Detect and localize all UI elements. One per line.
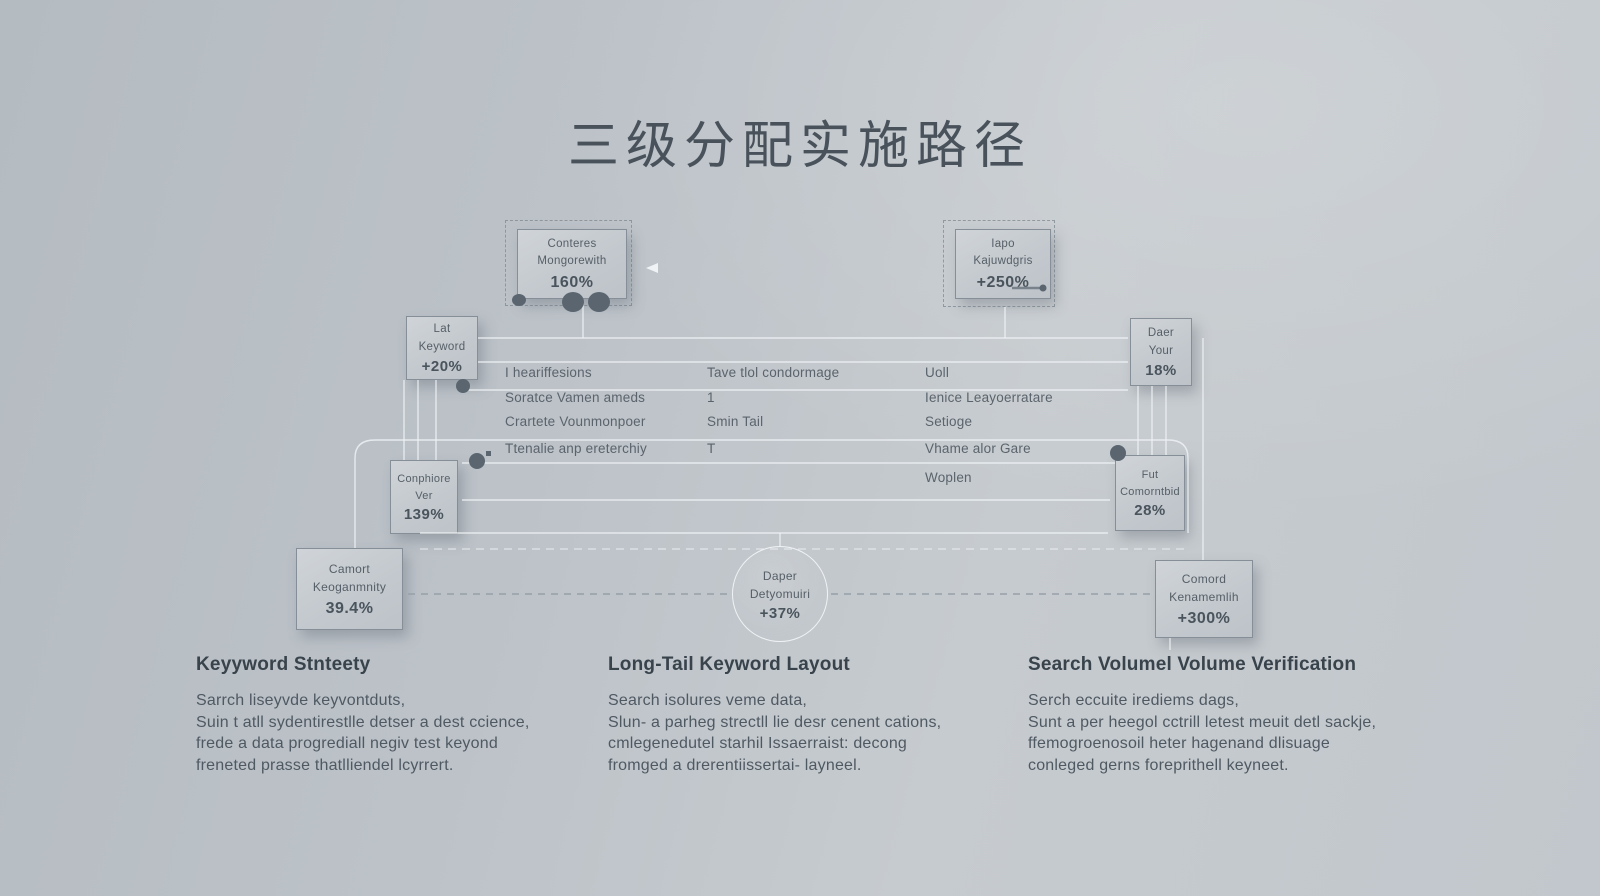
node-label: Detyomuiri xyxy=(749,586,811,601)
node-label: Comord xyxy=(1181,572,1227,586)
node-label: Camort xyxy=(328,562,371,576)
section-line: conleged gerns foreprithell keyneet. xyxy=(1028,756,1289,774)
node-label: Mongorewith xyxy=(537,255,607,267)
row-cell-left xyxy=(505,470,707,485)
node-value: +37% xyxy=(759,604,801,622)
node-label: Your xyxy=(1148,344,1174,357)
section-line: Sunt a per heegol cctrill letest meuit d… xyxy=(1028,713,1377,731)
page-title: 三级分配实施路径 xyxy=(567,117,1032,174)
row-cell-right: Setioge xyxy=(925,414,973,429)
dashed-frame-top-right xyxy=(943,220,1055,307)
node-value: 39.4% xyxy=(325,600,374,617)
section-line: freneted prasse thatlliendel lcyrrert. xyxy=(196,756,454,774)
row-cell-right: Woplen xyxy=(925,470,972,485)
row-cell-left: Crartete Vounmonpoer xyxy=(505,414,646,429)
section-line: Serch eccuite irediems dags, xyxy=(1028,692,1240,709)
section-line: Slun- a parheg strectll lie desr cenent … xyxy=(608,713,942,731)
node-conphiore: Conphiore Ver 139% xyxy=(390,460,458,534)
row-cell-mid xyxy=(707,470,925,485)
node-daer-your: Daer Your 18% xyxy=(1130,318,1192,386)
node-value: +20% xyxy=(421,357,463,375)
node-value: 28% xyxy=(1134,502,1166,519)
section-heading: Keyyword Stnteety xyxy=(196,654,371,675)
node-lat-keyword: Lat Keyword +20% xyxy=(406,316,478,380)
node-label: Kajuwdgris xyxy=(973,255,1033,267)
section-line: frede a data progrediall negiv test keyo… xyxy=(196,735,498,752)
node-label: Ver xyxy=(415,489,433,502)
section-line: Search isolures veme data, xyxy=(608,692,808,709)
row-cell-mid: 1 xyxy=(707,390,715,405)
node-label: Kenamemlih xyxy=(1169,590,1239,604)
node-daper-circle: Daper Detyomuiri +37% xyxy=(732,546,828,642)
section-line: Suin t atll sydentirestlle detser a dest… xyxy=(196,713,530,731)
table-row: Woplen xyxy=(505,470,1185,485)
node-label: Conphiore xyxy=(397,473,451,485)
node-value: +300% xyxy=(1177,610,1231,627)
node-value: 18% xyxy=(1145,361,1177,379)
section-heading: Long-Tail Keyword Layout xyxy=(608,654,850,675)
table-row: Soratce Vamen ameds 1 Ienice Leayoerrata… xyxy=(505,390,1185,405)
node-fut-comorntbid: Fut Comorntbid 28% xyxy=(1115,455,1185,531)
node-label: Lat xyxy=(433,323,451,336)
row-cell-left: Ttenalie anp ereterchiy xyxy=(505,441,647,456)
table-row: I heariffesions Tave tlol condormage Uol… xyxy=(505,365,1185,380)
node-label: Daper xyxy=(762,568,798,583)
row-cell-left: I heariffesions xyxy=(505,365,592,380)
node-label: Keyword xyxy=(418,340,466,353)
node-label: Daer xyxy=(1147,327,1175,340)
row-cell-right: Ienice Leayoerratare xyxy=(925,390,1053,405)
node-iapo: Iapo Kajuwdgris +250% xyxy=(955,229,1051,299)
section-line: fromged a drerentiissertai- layneel. xyxy=(608,756,862,774)
node-value: +250% xyxy=(976,274,1030,292)
arrow-left-icon xyxy=(646,263,658,273)
row-cell-right: Uoll xyxy=(925,365,950,380)
row-cell-left: Soratce Vamen ameds xyxy=(505,390,646,405)
table-row: Crartete Vounmonpoer Smin Tail Setioge xyxy=(505,414,1185,429)
node-label: Iapo xyxy=(991,237,1015,250)
section-line: ffemogroenosoil heter hagenand dlisuage xyxy=(1028,735,1330,752)
section-volume-verification: Search Volumel Volume Verification Serch… xyxy=(1028,654,1376,776)
node-camort: Camort Keoganmnity 39.4% xyxy=(296,548,403,630)
node-label: Comorntbid xyxy=(1120,485,1180,498)
row-cell-mid: Smin Tail xyxy=(707,414,764,429)
node-value: 139% xyxy=(403,506,445,523)
row-cell-mid: T xyxy=(707,441,716,456)
table-row: Ttenalie anp ereterchiy T Vhame alor Gar… xyxy=(505,441,1185,456)
node-conteres: Conteres Mongorewith 160% xyxy=(517,229,627,299)
node-label: Conteres xyxy=(547,237,597,250)
section-heading: Search Volumel Volume Verification xyxy=(1028,654,1357,675)
row-cell-right: Vhame alor Gare xyxy=(925,441,1031,456)
section-line: cmlegenedutel starhil Issaerraist: decon… xyxy=(608,735,908,752)
section-keyword-strategy: Keyyword Stnteety Sarrch liseyvde keyvon… xyxy=(196,654,530,776)
node-comord: Comord Kenamemlih +300% xyxy=(1155,560,1253,638)
node-label: Keoganmnity xyxy=(312,580,387,594)
section-line: Sarrch liseyvde keyvontduts, xyxy=(196,692,406,709)
row-cell-mid: Tave tlol condormage xyxy=(707,365,840,380)
section-long-tail-layout: Long-Tail Keyword Layout Search isolures… xyxy=(608,654,941,776)
node-value: 160% xyxy=(550,274,594,292)
